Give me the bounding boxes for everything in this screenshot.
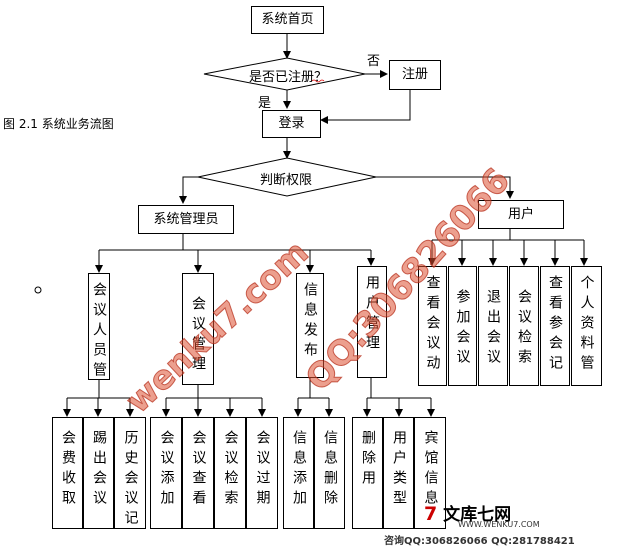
leaf-label: 信息删除 — [322, 430, 338, 510]
leaf-kick-out: 踢出会议 — [83, 417, 114, 529]
yes-label: 是 — [258, 96, 272, 111]
user-module-view-meeting: 查看会议动 — [418, 266, 447, 386]
user-module-label: 参加会议 — [454, 289, 471, 369]
leaf-fee-collection: 会费收取 — [52, 417, 83, 529]
leaf-hotel-info: 宾馆信息 — [414, 417, 446, 529]
logo-seven-icon: 7 — [424, 503, 438, 525]
registered-decision-shape — [203, 57, 366, 91]
admin-module-user-management: 用户管理 — [357, 266, 387, 378]
user-module-profile: 个人资料管 — [571, 266, 602, 386]
leaf-view-meeting: 会议查看 — [182, 417, 214, 529]
user-module-attendance-record: 查看参会记 — [540, 266, 570, 386]
bullet-mark — [34, 286, 42, 294]
leaf-label: 会议过期 — [254, 430, 271, 510]
figure-caption: 图 2.1 系统业务流图 — [3, 117, 114, 131]
leaf-add-info: 信息添加 — [283, 417, 314, 529]
admin-module-label: 会议人员管 — [91, 282, 107, 380]
user-module-label: 会议检索 — [516, 289, 532, 369]
leaf-label: 会费收取 — [60, 430, 76, 510]
leaf-label: 会议检索 — [222, 430, 239, 510]
admin-module-info-publish: 信息发布 — [296, 273, 324, 378]
user-module-label: 查看参会记 — [547, 275, 563, 375]
leaf-label: 宾馆信息 — [422, 430, 439, 510]
leaf-label: 用户类型 — [391, 430, 407, 510]
leaf-history-record: 历史会议记 — [114, 417, 146, 529]
permission-decision-shape — [197, 157, 377, 197]
contact-qq: 咨询QQ:306826066 QQ:281788421 — [384, 536, 575, 547]
register-node: 注册 — [389, 60, 441, 90]
admin-module-attendee-management: 会议人员管 — [88, 273, 110, 380]
user-module-label: 退出会议 — [485, 289, 501, 369]
user-module-label: 查看会议动 — [424, 275, 441, 375]
leaf-label: 会议查看 — [190, 430, 207, 510]
permission-label: 判断权限 — [260, 173, 313, 188]
home-node: 系统首页 — [251, 6, 324, 34]
no-label: 否 — [367, 54, 381, 69]
admin-module-label: 用户管理 — [364, 275, 380, 355]
leaf-label: 历史会议记 — [122, 430, 139, 529]
leaf-user-type: 用户类型 — [383, 417, 414, 529]
admin-node: 系统管理员 — [138, 205, 234, 234]
user-node: 用户 — [478, 200, 564, 229]
user-module-exit-meeting: 退出会议 — [478, 266, 508, 386]
leaf-label: 踢出会议 — [91, 430, 107, 510]
leaf-add-meeting: 会议添加 — [150, 417, 182, 529]
site-logo: 7 文库七网 — [424, 500, 511, 525]
leaf-expired-meeting: 会议过期 — [246, 417, 278, 529]
admin-module-label: 信息发布 — [302, 282, 318, 362]
leaf-delete-user: 删除用 — [352, 417, 383, 529]
registered-question-label: 是否已注册？ — [249, 70, 328, 85]
admin-module-meeting-management: 会议管理 — [182, 273, 214, 385]
leaf-search-meeting: 会议检索 — [214, 417, 246, 529]
user-module-join-meeting: 参加会议 — [448, 266, 477, 386]
leaf-delete-info: 信息删除 — [314, 417, 345, 529]
leaf-label: 信息添加 — [291, 430, 307, 510]
login-node: 登录 — [262, 110, 321, 138]
leaf-label: 删除用 — [360, 430, 376, 490]
user-module-search-meeting: 会议检索 — [509, 266, 539, 386]
leaf-label: 会议添加 — [158, 430, 175, 510]
logo-text: 文库七网 — [443, 505, 512, 525]
admin-module-label: 会议管理 — [190, 296, 206, 376]
user-module-label: 个人资料管 — [578, 275, 595, 375]
site-url: WWW.WENKU7.COM — [458, 520, 540, 529]
spellcheck-squiggle — [311, 79, 325, 83]
